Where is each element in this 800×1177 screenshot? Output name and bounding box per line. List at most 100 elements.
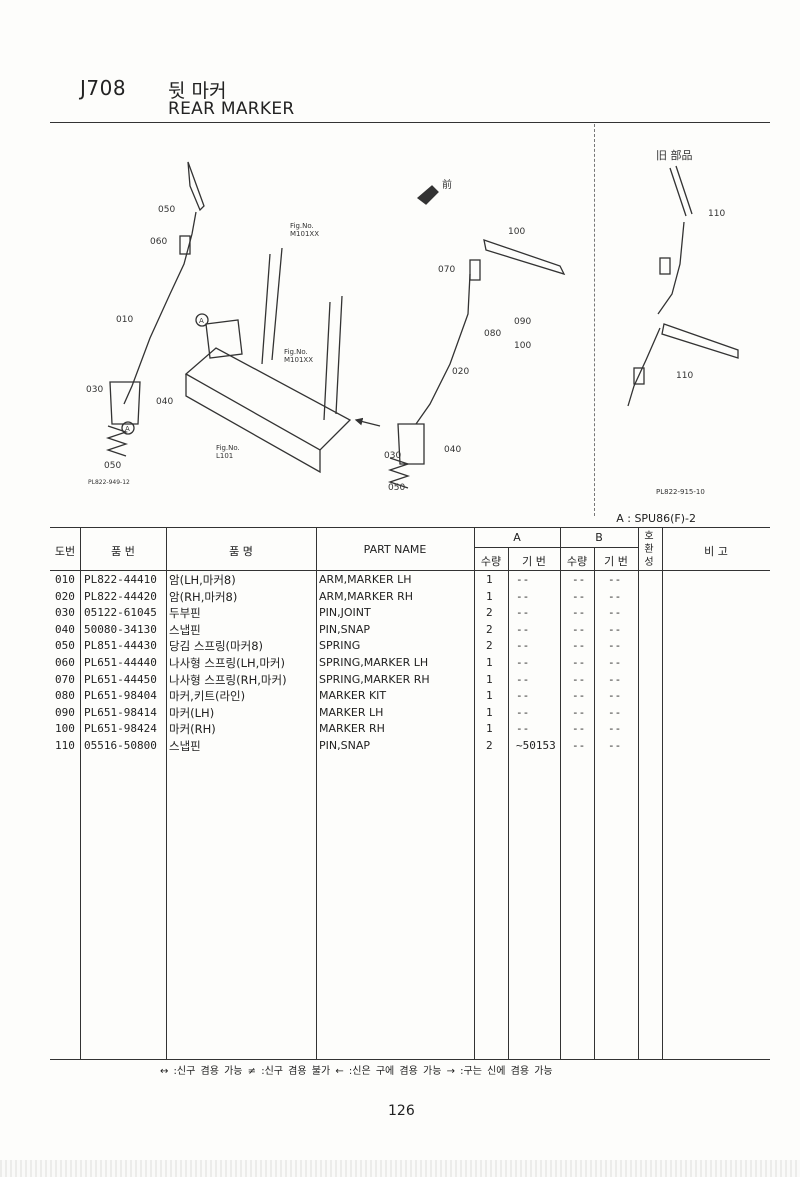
drawing-number-left: PL822-949-12	[88, 479, 130, 486]
col-rule-5	[508, 547, 509, 1059]
old-rod-2	[627, 327, 661, 407]
table-group-rule	[474, 547, 638, 548]
row-b-base: --	[608, 656, 622, 669]
row-b-base: --	[608, 705, 622, 719]
figref-1b: M101XX	[290, 230, 319, 238]
row-part-name: MARKER KIT	[319, 689, 387, 703]
table-bottom-rule	[50, 1059, 770, 1060]
compatibility-legend: ↔ :신구 겸용 가능 ≠ :신구 겸용 불가 ← :신은 구에 겸용 가능 →…	[160, 1066, 553, 1077]
figref-2a: Fig.No.	[284, 348, 308, 356]
mount-arrow	[354, 417, 381, 427]
figref-3b: L101	[216, 452, 233, 460]
mark-a-label-2: A	[125, 425, 130, 433]
callout-090: 090	[514, 317, 531, 327]
col-rule-2	[166, 527, 167, 1059]
drawing-number-right: PL822-915-10	[656, 488, 705, 496]
row-a-qty: 2	[486, 606, 493, 620]
header-rule	[50, 122, 770, 123]
row-no: 060	[55, 656, 75, 669]
row-a-base: --	[516, 705, 530, 719]
row-a-base: ~50153	[516, 739, 556, 752]
row-part-number: PL651-44450	[84, 672, 157, 686]
row-b-qty: --	[572, 672, 586, 686]
page-title-korean: 뒷 마커	[168, 80, 227, 102]
callout-100: 100	[508, 227, 525, 237]
frame-post-1	[261, 247, 283, 365]
row-b-qty: --	[572, 622, 586, 636]
header-group-a: A	[513, 531, 521, 544]
frame-base-side	[185, 374, 321, 474]
row-a-qty: 1	[486, 589, 493, 603]
header-compat: 호환성	[644, 531, 654, 568]
row-part-name: MARKER RH	[319, 722, 385, 736]
row-name-korean: 나사형 스프링(RH,마커)	[169, 672, 287, 687]
row-part-number: PL851-44430	[84, 639, 157, 653]
row-a-qty: 1	[486, 656, 493, 669]
front-arrow-icon	[416, 185, 439, 205]
row-a-base: --	[516, 606, 530, 620]
table-top-rule	[50, 527, 770, 528]
left-marker-handle	[187, 161, 205, 212]
old-spring-1	[659, 257, 671, 275]
callout-030-right: 030	[384, 451, 401, 461]
diagram-divider	[594, 124, 595, 516]
row-name-korean: 스냅핀	[169, 622, 201, 637]
row-part-number: PL822-44420	[84, 589, 157, 603]
figref-2b: M101XX	[284, 356, 313, 364]
header-a-qty: 수량	[480, 555, 502, 568]
row-b-base: --	[608, 689, 622, 703]
frame-bracket-left	[205, 319, 243, 359]
row-b-qty: --	[572, 722, 586, 736]
row-name-korean: 암(LH,마커8)	[169, 573, 236, 587]
figref-3a: Fig.No.	[216, 444, 240, 452]
row-a-base: --	[516, 589, 530, 603]
mark-a-circle-1	[195, 313, 209, 327]
row-no: 040	[55, 622, 75, 636]
front-label: 前	[442, 178, 452, 191]
row-a-base: --	[516, 689, 530, 703]
right-spring-070	[469, 259, 481, 281]
header-remarks: 비 고	[704, 545, 728, 558]
callout-010: 010	[116, 315, 133, 325]
left-arm-rod	[123, 211, 197, 405]
callout-040-right: 040	[444, 445, 461, 455]
row-name-korean: 마커(RH)	[169, 722, 216, 737]
row-no: 090	[55, 705, 75, 719]
left-bracket	[109, 381, 141, 425]
row-b-base: --	[608, 589, 622, 603]
row-a-qty: 1	[486, 672, 493, 686]
row-b-base: --	[608, 672, 622, 686]
row-name-korean: 두부핀	[169, 606, 201, 621]
row-b-base: --	[608, 722, 622, 736]
row-a-base: --	[516, 573, 530, 586]
row-part-number: 05516-50800	[84, 739, 157, 752]
row-b-qty: --	[572, 639, 586, 653]
row-no: 030	[55, 606, 75, 620]
row-part-number: 50080-34130	[84, 622, 157, 636]
callout-110-upper: 110	[708, 209, 725, 219]
callout-080: 080	[484, 329, 501, 339]
row-a-base: --	[516, 639, 530, 653]
row-b-base: --	[608, 606, 622, 620]
row-part-number: PL822-44410	[84, 573, 157, 586]
page-title-english: REAR MARKER	[168, 99, 295, 119]
row-a-qty: 2	[486, 639, 493, 653]
callout-050-lower: 050	[104, 461, 121, 471]
figref-1a: Fig.No.	[290, 222, 314, 230]
col-rule-8	[638, 527, 639, 1059]
row-b-qty: --	[572, 689, 586, 703]
row-no: 070	[55, 672, 75, 686]
left-spring-060	[179, 235, 191, 255]
row-part-number: PL651-98424	[84, 722, 157, 736]
callout-070: 070	[438, 265, 455, 275]
col-rule-4	[474, 527, 475, 1059]
row-no: 050	[55, 639, 75, 653]
row-part-name: PIN,JOINT	[319, 606, 371, 620]
callout-030: 030	[86, 385, 103, 395]
header-b-qty: 수량	[566, 555, 588, 568]
row-part-name: PIN,SNAP	[319, 622, 370, 636]
row-a-qty: 1	[486, 722, 493, 736]
row-part-name: MARKER LH	[319, 705, 384, 719]
row-name-korean: 스냅핀	[169, 739, 201, 753]
row-a-base: --	[516, 672, 530, 686]
